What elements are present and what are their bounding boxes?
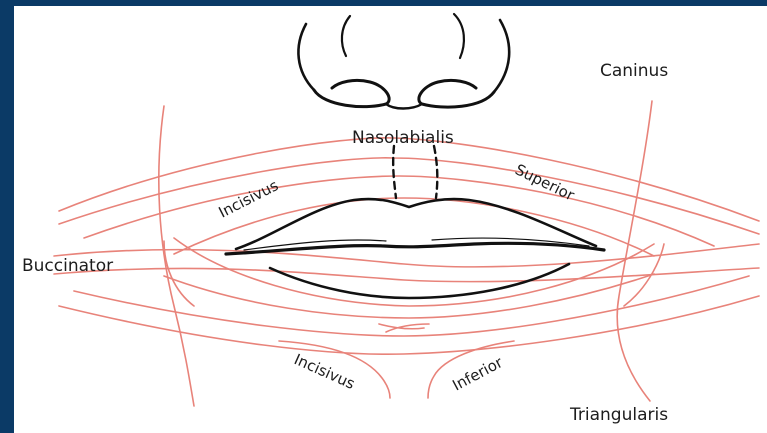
label-incisivus-lower: Incisivus xyxy=(291,350,357,393)
label-triangularis: Triangularis xyxy=(569,405,668,425)
nose-left-inner xyxy=(342,16,350,56)
diagram-frame: Caninus Nasolabialis Incisivus Superior … xyxy=(14,6,767,433)
nostril-right xyxy=(419,80,494,107)
label-nasolabialis: Nasolabialis xyxy=(352,128,454,148)
labels: Caninus Nasolabialis Incisivus Superior … xyxy=(22,61,668,425)
caninus-muscle xyxy=(617,101,652,401)
lip-muscle-diagram: Caninus Nasolabialis Incisivus Superior … xyxy=(14,6,767,433)
left-lower-sweep xyxy=(164,241,194,306)
label-incisivus-upper: Incisivus xyxy=(216,176,282,221)
columella xyxy=(386,104,422,109)
nose-left-side xyxy=(298,24,314,90)
philtrum xyxy=(393,146,437,198)
left-vertical-muscle xyxy=(159,106,194,406)
philtrum-left xyxy=(393,146,396,198)
label-buccinator: Buccinator xyxy=(22,256,113,276)
upper-lip-outline xyxy=(236,199,596,249)
upper-fiber-3 xyxy=(84,176,714,246)
nose-right-side xyxy=(494,20,509,92)
label-inferior: Inferior xyxy=(449,353,506,395)
label-superior: Superior xyxy=(512,160,578,204)
nose-outline xyxy=(298,14,509,109)
philtrum-right xyxy=(434,146,437,198)
nose-right-inner xyxy=(454,14,464,58)
nostril-left xyxy=(314,80,389,106)
label-caninus: Caninus xyxy=(600,61,668,81)
upper-fiber-1 xyxy=(59,138,759,221)
